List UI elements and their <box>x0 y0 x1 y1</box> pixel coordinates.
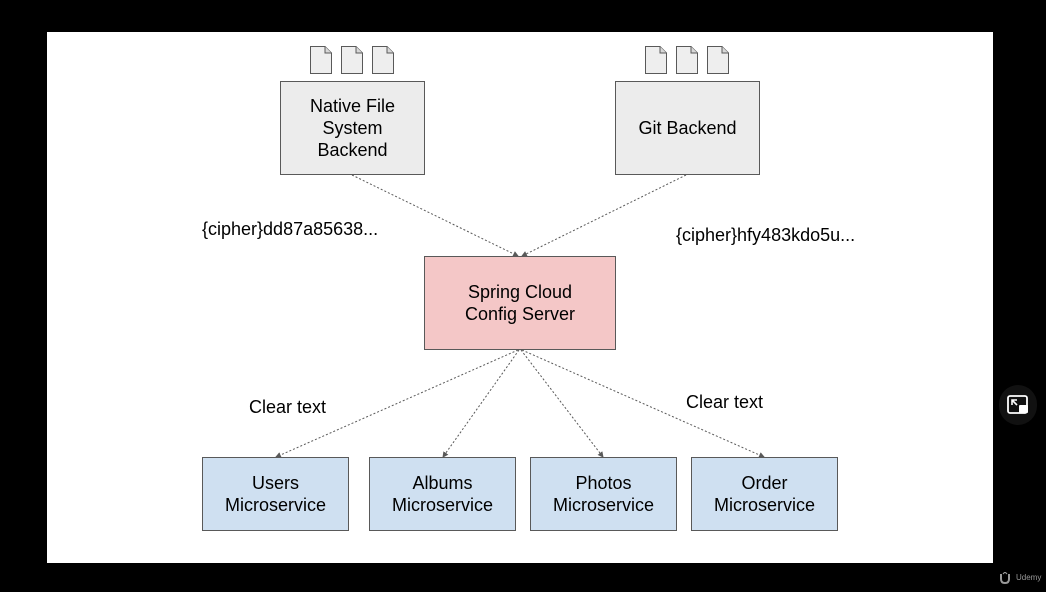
cipher-left-label: {cipher}dd87a85638... <box>202 219 379 239</box>
document-icon <box>341 46 363 74</box>
cipher-right-label: {cipher}hfy483kdo5u... <box>676 225 856 245</box>
document-icon <box>645 46 667 74</box>
picture-in-picture-icon <box>1007 395 1028 414</box>
clear-text-left-label: Clear text <box>249 397 327 417</box>
document-icon <box>707 46 729 74</box>
document-icon <box>676 46 698 74</box>
order-microservice-box: Order Microservice <box>691 457 838 531</box>
udemy-watermark-text: Udemy <box>1016 573 1042 582</box>
clear-text-right-label: Clear text <box>686 392 764 412</box>
spring-cloud-config-server-box: Spring Cloud Config Server <box>424 256 616 350</box>
users-microservice-box: Users Microservice <box>202 457 349 531</box>
photos-microservice-box: Photos Microservice <box>530 457 677 531</box>
git-backend-box: Git Backend <box>615 81 760 175</box>
udemy-watermark: Udemy <box>999 572 1041 584</box>
albums-microservice-box: Albums Microservice <box>369 457 516 531</box>
document-icon <box>310 46 332 74</box>
native-file-system-backend-box: Native File System Backend <box>280 81 425 175</box>
document-icon <box>372 46 394 74</box>
picture-in-picture-button[interactable] <box>999 385 1037 425</box>
udemy-logo <box>1000 572 1010 584</box>
